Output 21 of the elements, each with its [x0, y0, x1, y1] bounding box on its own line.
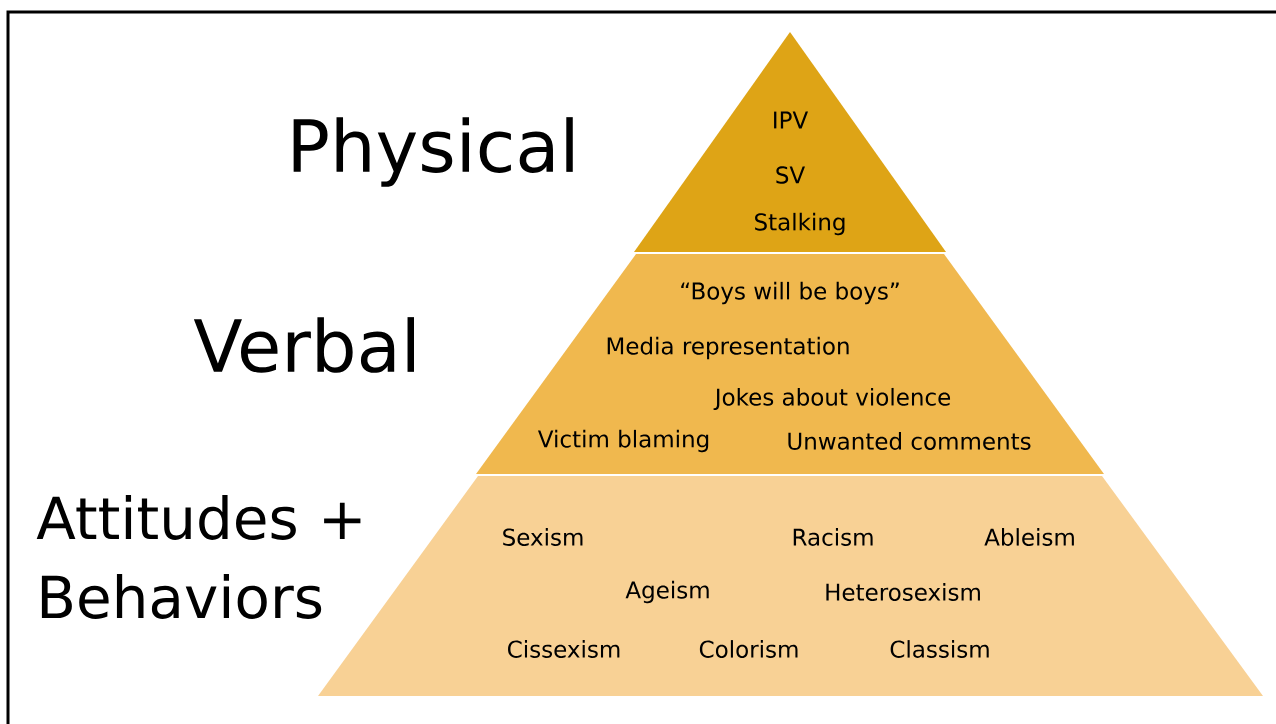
tier-label: Victim blaming	[537, 429, 709, 453]
tier-label: Cissexism	[508, 640, 620, 658]
tier-label: SV	[776, 166, 805, 184]
pyramid-tier	[476, 254, 1104, 474]
tier-label: “Boys will be boys”	[681, 281, 899, 305]
tier-label: Colorism	[699, 640, 798, 658]
tier-label: Ageism	[625, 580, 709, 604]
tier-heading: Verbal	[193, 317, 414, 373]
tier-label: Media representation	[607, 336, 849, 360]
tier-label: Ableism	[984, 528, 1074, 546]
tier-label: Stalking	[755, 212, 845, 236]
tier-heading: Physical	[293, 117, 573, 187]
pyramid-tier	[634, 32, 946, 252]
tier-label: Classism	[890, 640, 989, 658]
tier-label: Sexism	[503, 528, 583, 546]
tier-heading: Attitudes + Behaviors	[36, 495, 361, 619]
tier-label: Jokes about violence	[713, 387, 951, 411]
tier-label: Racism	[793, 528, 873, 546]
tier-label: Heterosexism	[826, 583, 980, 601]
tier-label: Unwanted comments	[788, 432, 1031, 450]
tier-label: IPV	[774, 111, 808, 129]
